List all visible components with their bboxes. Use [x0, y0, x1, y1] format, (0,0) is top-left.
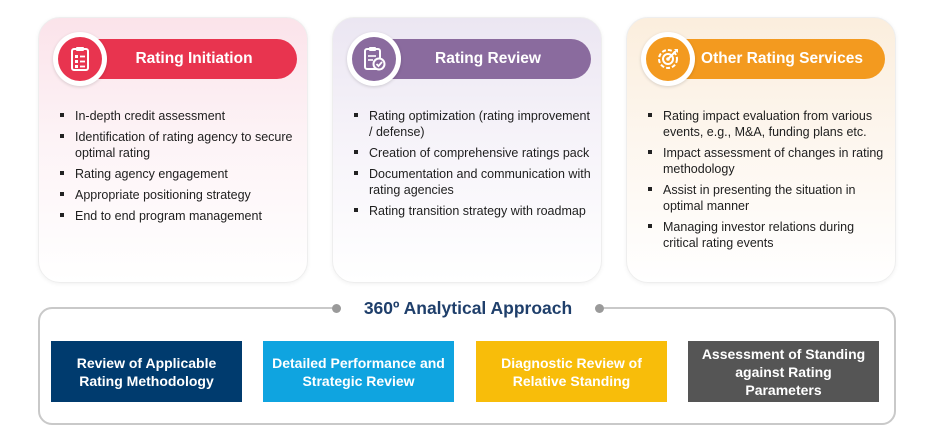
rating-initiation-list: In-depth credit assessment Identificatio… [59, 108, 299, 229]
list-item: End to end program management [59, 208, 299, 224]
card-title: Rating Initiation [135, 50, 253, 67]
list-item: Rating impact evaluation from various ev… [647, 108, 887, 140]
list-item: Identification of rating agency to secur… [59, 129, 299, 161]
analytical-approach-heading: 360º Analytical Approach [332, 296, 604, 320]
list-item: Rating optimization (rating improvement … [353, 108, 593, 140]
list-item: Documentation and communication with rat… [353, 166, 593, 198]
right-dot-icon [594, 303, 604, 313]
list-item: Appropriate positioning strategy [59, 187, 299, 203]
card-title: Other Rating Services [701, 50, 863, 67]
approach-box-assessment: Assessment of Standing against Rating Pa… [688, 341, 879, 402]
list-item: Impact assessment of changes in rating m… [647, 145, 887, 177]
card-title: Rating Review [435, 50, 541, 67]
approach-box-performance: Detailed Performance and Strategic Revie… [263, 341, 454, 402]
checklist-icon [53, 32, 107, 86]
clipboard-check-icon [347, 32, 401, 86]
list-item: Rating agency engagement [59, 166, 299, 182]
left-dot-icon [332, 303, 341, 313]
approach-title: 360º Analytical Approach [363, 297, 573, 318]
rating-review-card: Rating Review Rating optimization (ratin… [332, 17, 602, 283]
other-rating-services-card: Other Rating Services Rating impact eval… [626, 17, 896, 283]
other-rating-services-list: Rating impact evaluation from various ev… [647, 108, 887, 256]
approach-box-methodology: Review of Applicable Rating Methodology [51, 341, 242, 402]
list-item: Managing investor relations during criti… [647, 219, 887, 251]
rating-review-list: Rating optimization (rating improvement … [353, 108, 593, 224]
target-settings-icon [641, 32, 695, 86]
approach-box-diagnostic: Diagnostic Review of Relative Standing [476, 341, 667, 402]
rating-initiation-card: Rating Initiation In-depth credit assess… [38, 17, 308, 283]
list-item: Assist in presenting the situation in op… [647, 182, 887, 214]
list-item: Creation of comprehensive ratings pack [353, 145, 593, 161]
list-item: Rating transition strategy with roadmap [353, 203, 593, 219]
list-item: In-depth credit assessment [59, 108, 299, 124]
